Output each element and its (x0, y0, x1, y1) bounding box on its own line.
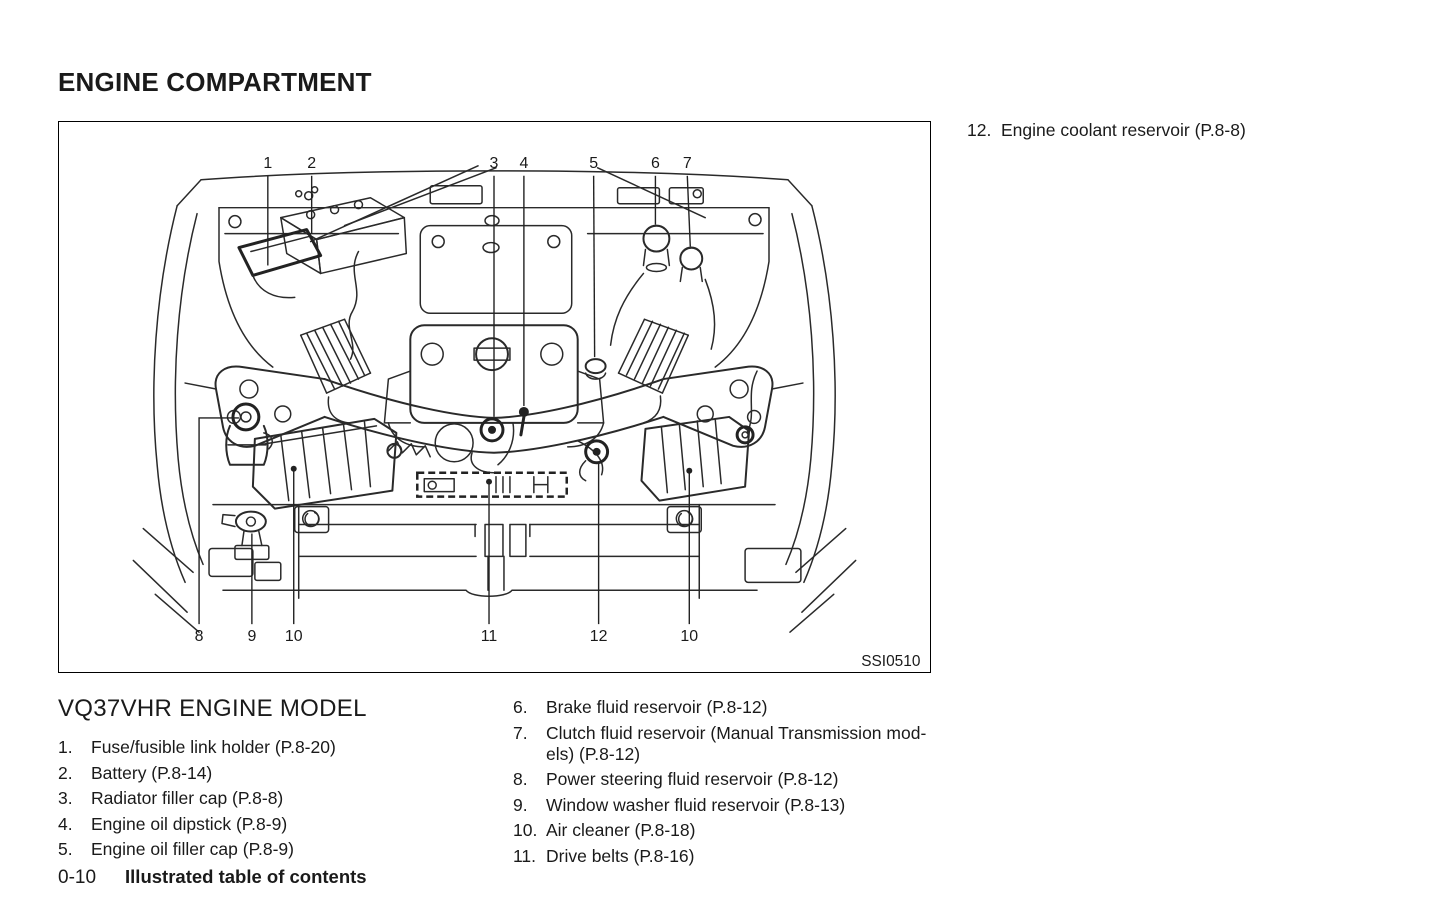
legend-item-label-line1: Clutch fluid reservoir (Manual Transmiss… (546, 722, 927, 743)
engine-compartment-diagram: 1 2 3 4 5 6 7 8 9 10 11 12 10 SSI0510 (132, 155, 920, 670)
callout-10-right: 10 (680, 628, 698, 645)
legend-item: 2. Battery (P.8-14) (58, 763, 506, 784)
legend-left-column: VQ37VHR ENGINE MODEL 1. Fuse/fusible lin… (58, 695, 506, 865)
legend-item: 9. Window washer fluid reservoir (P.8-13… (513, 795, 953, 816)
legend-list-left: 1. Fuse/fusible link holder (P.8-20) 2. … (58, 737, 506, 860)
page-footer: 0-10 Illustrated table of contents (58, 866, 367, 889)
callout-12: 12 (590, 628, 608, 645)
legend-item: 5. Engine oil filler cap (P.8-9) (58, 839, 506, 860)
side-note-label: Engine coolant reservoir (P.8-8) (1001, 120, 1246, 140)
legend-item-number: 5. (58, 839, 73, 859)
callout-5: 5 (589, 155, 598, 172)
legend-item: 7. Clutch fluid reservoir (Manual Transm… (513, 723, 953, 765)
page-title: ENGINE COMPARTMENT (58, 67, 372, 98)
legend-item-label-line2: els) (P.8-12) (546, 743, 641, 764)
legend-list-right: 6. Brake fluid reservoir (P.8-12) 7. Clu… (513, 697, 953, 867)
legend-item: 4. Engine oil dipstick (P.8-9) (58, 814, 506, 835)
legend-item-number: 6. (513, 697, 528, 717)
callout-9: 9 (247, 628, 256, 645)
callout-7: 7 (683, 155, 692, 172)
legend-item: 11. Drive belts (P.8-16) (513, 846, 953, 867)
footer-page-number: 0-10 (58, 867, 97, 888)
engine-model-heading: VQ37VHR ENGINE MODEL (58, 695, 367, 722)
legend-item: 1. Fuse/fusible link holder (P.8-20) (58, 737, 506, 758)
footer-section-title: Illustrated table of contents (125, 866, 367, 887)
legend-item-number: 3. (58, 788, 73, 808)
legend-item-label: Engine oil filler cap (P.8-9) (91, 839, 294, 859)
legend-item-label: Drive belts (P.8-16) (546, 845, 695, 866)
callout-6: 6 (651, 155, 660, 172)
legend-item-number: 8. (513, 769, 528, 789)
legend-item-label: Clutch fluid reservoir (Manual Transmiss… (546, 723, 953, 765)
legend-item: 10. Air cleaner (P.8-18) (513, 820, 953, 841)
legend-item-label: Power steering fluid reservoir (P.8-12) (546, 769, 839, 789)
callout-3: 3 (490, 155, 499, 172)
engine-diagram-frame: 1 2 3 4 5 6 7 8 9 10 11 12 10 SSI0510 (58, 121, 931, 673)
legend-item-number: 2. (58, 762, 73, 783)
callout-2: 2 (307, 155, 316, 172)
legend-item-number: 4. (58, 813, 73, 834)
callout-4: 4 (519, 155, 528, 172)
callout-11: 11 (481, 628, 498, 645)
legend-item-number: 11. (513, 845, 537, 866)
figure-code: SSI0510 (861, 653, 920, 670)
legend-item: 6. Brake fluid reservoir (P.8-12) (513, 697, 953, 718)
legend-item-label: Brake fluid reservoir (P.8-12) (546, 697, 768, 717)
legend-item-label: Engine oil dipstick (P.8-9) (91, 813, 288, 834)
legend-item-label: Window washer fluid reservoir (P.8-13) (546, 794, 846, 815)
callout-10-left: 10 (285, 628, 303, 645)
legend-item: 3. Radiator filler cap (P.8-8) (58, 788, 506, 809)
callout-1: 1 (263, 155, 272, 172)
side-note-number: 12. (967, 120, 992, 140)
legend-item-label: Battery (P.8-14) (91, 762, 213, 783)
legend-item-number: 1. (58, 737, 73, 757)
legend-right-column: 6. Brake fluid reservoir (P.8-12) 7. Clu… (513, 697, 953, 871)
legend-item-label: Radiator filler cap (P.8-8) (91, 788, 284, 808)
legend-item-number: 10. (513, 820, 538, 840)
legend-item-label: Fuse/fusible link holder (P.8-20) (91, 737, 336, 757)
legend-item-label: Air cleaner (P.8-18) (546, 820, 696, 840)
legend-item: 8. Power steering fluid reservoir (P.8-1… (513, 769, 953, 790)
legend-item-number: 9. (513, 794, 528, 815)
callout-8: 8 (195, 628, 204, 645)
side-note-item-12: 12. Engine coolant reservoir (P.8-8) (967, 120, 1437, 141)
legend-item-number: 7. (513, 722, 528, 743)
